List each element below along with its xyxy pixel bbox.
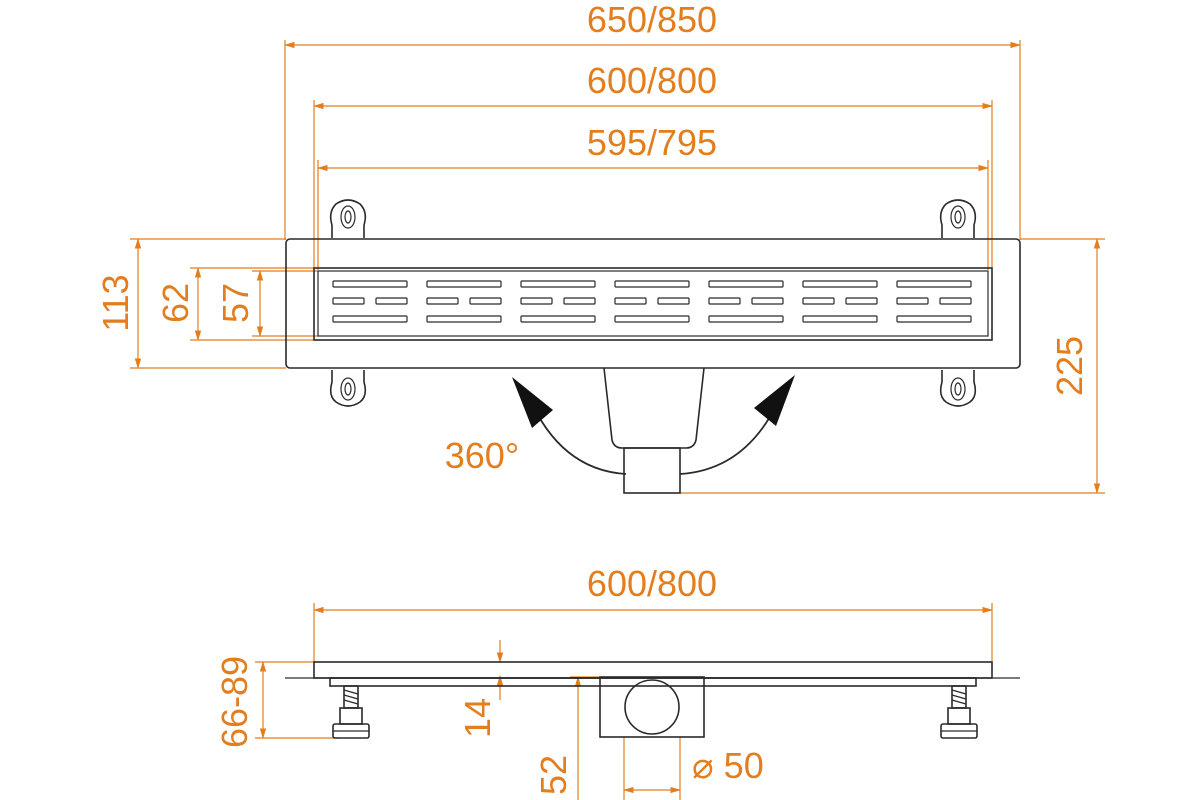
grate-slot [614,280,690,288]
grate-slot [896,280,972,288]
grate-slot [845,297,878,305]
grate-slot [802,315,878,323]
rotation-arrowhead-left [512,377,553,428]
grate-slot [751,297,784,305]
drain-flange [285,238,1021,369]
label-rotation: 360° [445,435,519,476]
grate-slot [708,280,784,288]
grate-slot [426,315,502,323]
adjustable-foot-left [332,685,370,739]
label-outlet-height: 52 [533,755,574,795]
label-depth-225: 225 [1049,336,1090,396]
side-outlet-pipe-circle [624,679,680,735]
drain-grate [317,270,989,337]
mounting-bracket-bottom-right [939,370,977,407]
side-outlet-box [599,676,705,738]
grate-slot [426,280,502,288]
label-outlet-diameter: ⌀ 50 [692,745,764,786]
grate-slot [332,280,408,288]
grate-slot [375,297,408,305]
extension-lines-top [130,40,1105,494]
side-channel-top [313,661,993,679]
grate-slot [520,280,596,288]
outlet-funnel [603,367,705,449]
extension-lines-side [255,603,993,800]
label-height-113: 113 [95,274,136,331]
top-view: 650/850 600/800 595/795 113 62 57 225 36… [95,0,1105,495]
grate-slot [520,315,596,323]
label-channel-length: 600/800 [587,60,717,101]
grate-slot [708,297,741,305]
grate-slot [896,315,972,323]
grate-slot [426,297,459,305]
label-height-62: 62 [155,283,196,323]
grate-slot [563,297,596,305]
label-height-57: 57 [215,283,256,323]
label-side-length: 600/800 [587,563,717,604]
grate-slot [614,297,647,305]
drain-channel [313,267,993,341]
grate-slot [802,280,878,288]
mounting-bracket-top-right [939,199,977,238]
mounting-bracket-bottom-left [329,370,367,407]
label-overall-length: 650/850 [587,0,717,40]
grate-slot [469,297,502,305]
grate-slot [520,297,553,305]
adjustable-foot-right [940,685,978,739]
grate-slot [708,315,784,323]
side-channel-body [329,677,977,687]
outlet-pipe-top-view [623,447,681,494]
side-view: 600/800 66-89 14 52 ⌀ 50 [214,563,1020,800]
rotation-arrowhead-right [754,375,795,426]
label-grate-length: 595/795 [587,122,717,163]
grate-slot [896,297,929,305]
mounting-bracket-top-left [329,199,367,238]
grate-slot [332,315,408,323]
label-height-adjust: 66-89 [214,656,255,748]
grate-slots [332,280,972,323]
grate-slot [802,297,835,305]
grate-slot [332,297,365,305]
grate-slot [614,315,690,323]
grate-slot [657,297,690,305]
label-flange-thickness: 14 [457,698,498,738]
grate-slot [939,297,972,305]
